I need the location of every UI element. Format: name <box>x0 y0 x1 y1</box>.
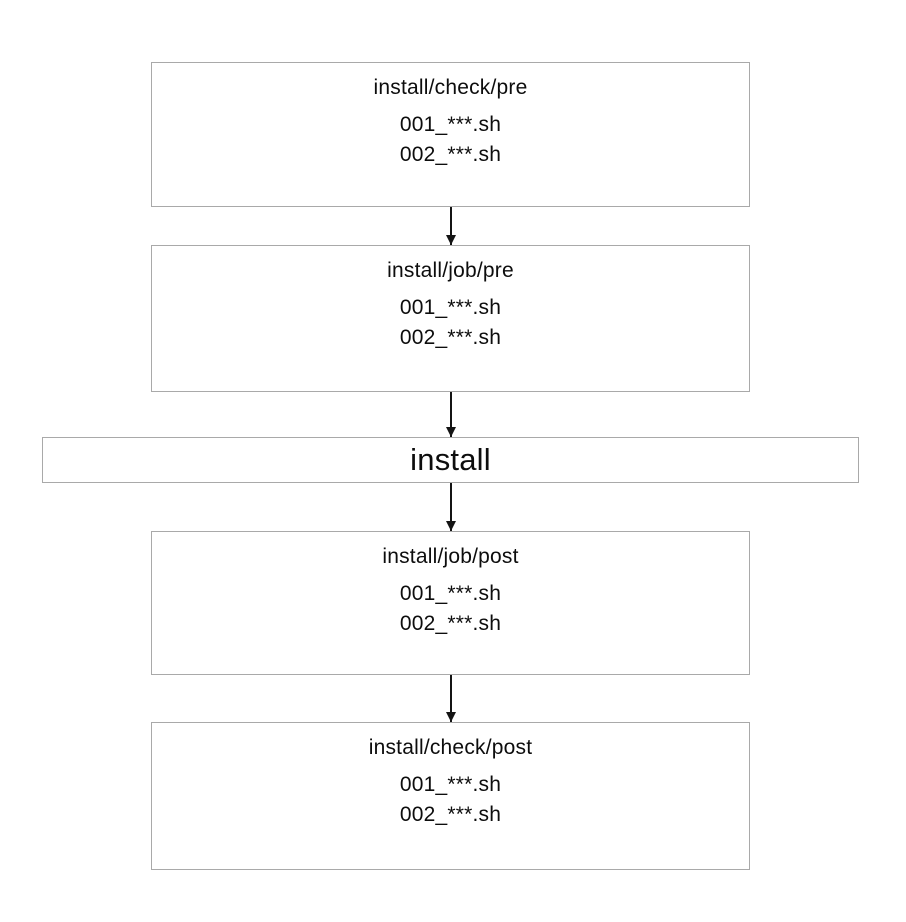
arrow-down-icon <box>446 712 456 722</box>
script-item: 002_***.sh <box>399 143 502 166</box>
phase-title: install <box>410 441 491 477</box>
flow-arrow <box>446 392 456 437</box>
flow-arrow <box>446 207 456 245</box>
arrow-down-icon <box>446 521 456 531</box>
arrow-down-icon <box>446 427 456 437</box>
stage-title: install/check/post <box>368 736 533 759</box>
stage-box-install-check-post: install/check/post 001_***.sh 002_***.sh <box>151 722 750 870</box>
stage-title: install/job/pre <box>387 259 514 282</box>
script-item: 002_***.sh <box>399 803 502 826</box>
stage-title: install/job/post <box>382 545 519 568</box>
script-item: 002_***.sh <box>399 612 502 635</box>
stage-title: install/check/pre <box>373 76 528 99</box>
script-item: 001_***.sh <box>399 582 502 605</box>
arrow-down-icon <box>446 235 456 245</box>
phase-bar-install: install <box>42 437 859 483</box>
stage-box-install-job-pre: install/job/pre 001_***.sh 002_***.sh <box>151 245 750 392</box>
script-list: 001_***.sh 002_***.sh <box>152 110 749 170</box>
script-list: 001_***.sh 002_***.sh <box>152 293 749 353</box>
script-item: 002_***.sh <box>399 326 502 349</box>
stage-box-install-job-post: install/job/post 001_***.sh 002_***.sh <box>151 531 750 675</box>
script-list: 001_***.sh 002_***.sh <box>152 770 749 830</box>
flow-arrow <box>446 675 456 722</box>
script-list: 001_***.sh 002_***.sh <box>152 579 749 639</box>
script-item: 001_***.sh <box>399 773 502 796</box>
script-item: 001_***.sh <box>399 113 502 136</box>
flow-arrow <box>446 483 456 531</box>
stage-box-install-check-pre: install/check/pre 001_***.sh 002_***.sh <box>151 62 750 207</box>
script-item: 001_***.sh <box>399 296 502 319</box>
